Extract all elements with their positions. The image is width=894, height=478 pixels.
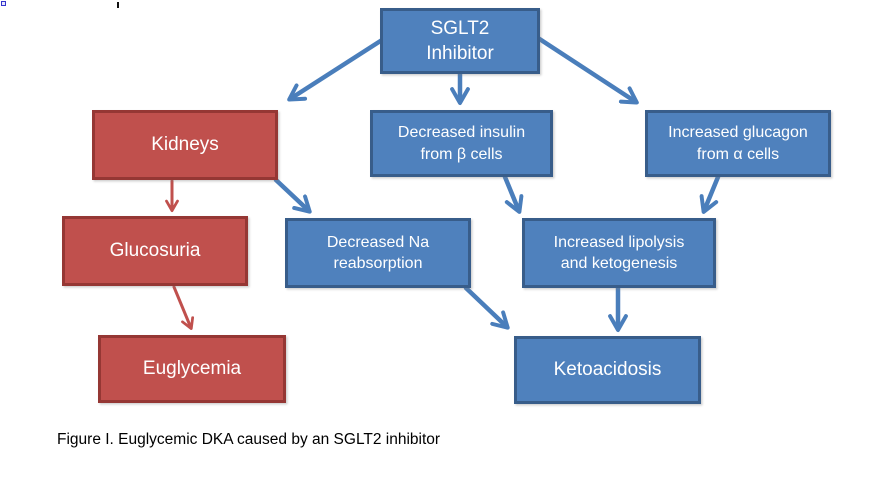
edge-insulin-to-lipolysis bbox=[502, 174, 524, 214]
node-kidneys: Kidneys bbox=[92, 110, 278, 180]
edge-glucosuria-to-euglycemia bbox=[172, 285, 195, 331]
edge-sglt2-to-kidneys bbox=[287, 37, 385, 102]
node-increased-lipolysis: Increased lipolysis and ketogenesis bbox=[522, 218, 716, 288]
object-anchor-icon bbox=[1, 1, 6, 6]
node-sglt2-inhibitor: SGLT2 Inhibitor bbox=[380, 8, 540, 74]
cursor-tick-mark bbox=[117, 2, 119, 8]
edge-glucagon-to-lipolysis bbox=[699, 174, 721, 214]
figure-caption: Figure I. Euglycemic DKA caused by an SG… bbox=[57, 431, 441, 448]
edge-na-to-ketoacidosis bbox=[463, 285, 510, 330]
edge-sglt2-to-glucagon bbox=[535, 35, 639, 105]
node-ketoacidosis: Ketoacidosis bbox=[514, 336, 701, 404]
edge-kidneys-to-na bbox=[273, 177, 312, 214]
node-glucosuria: Glucosuria bbox=[62, 216, 248, 286]
node-decreased-na-reabsorption: Decreased Na reabsorption bbox=[285, 218, 471, 288]
node-euglycemia: Euglycemia bbox=[98, 335, 286, 403]
node-decreased-insulin: Decreased insulin from β cells bbox=[370, 110, 553, 177]
node-increased-glucagon: Increased glucagon from α cells bbox=[645, 110, 831, 177]
